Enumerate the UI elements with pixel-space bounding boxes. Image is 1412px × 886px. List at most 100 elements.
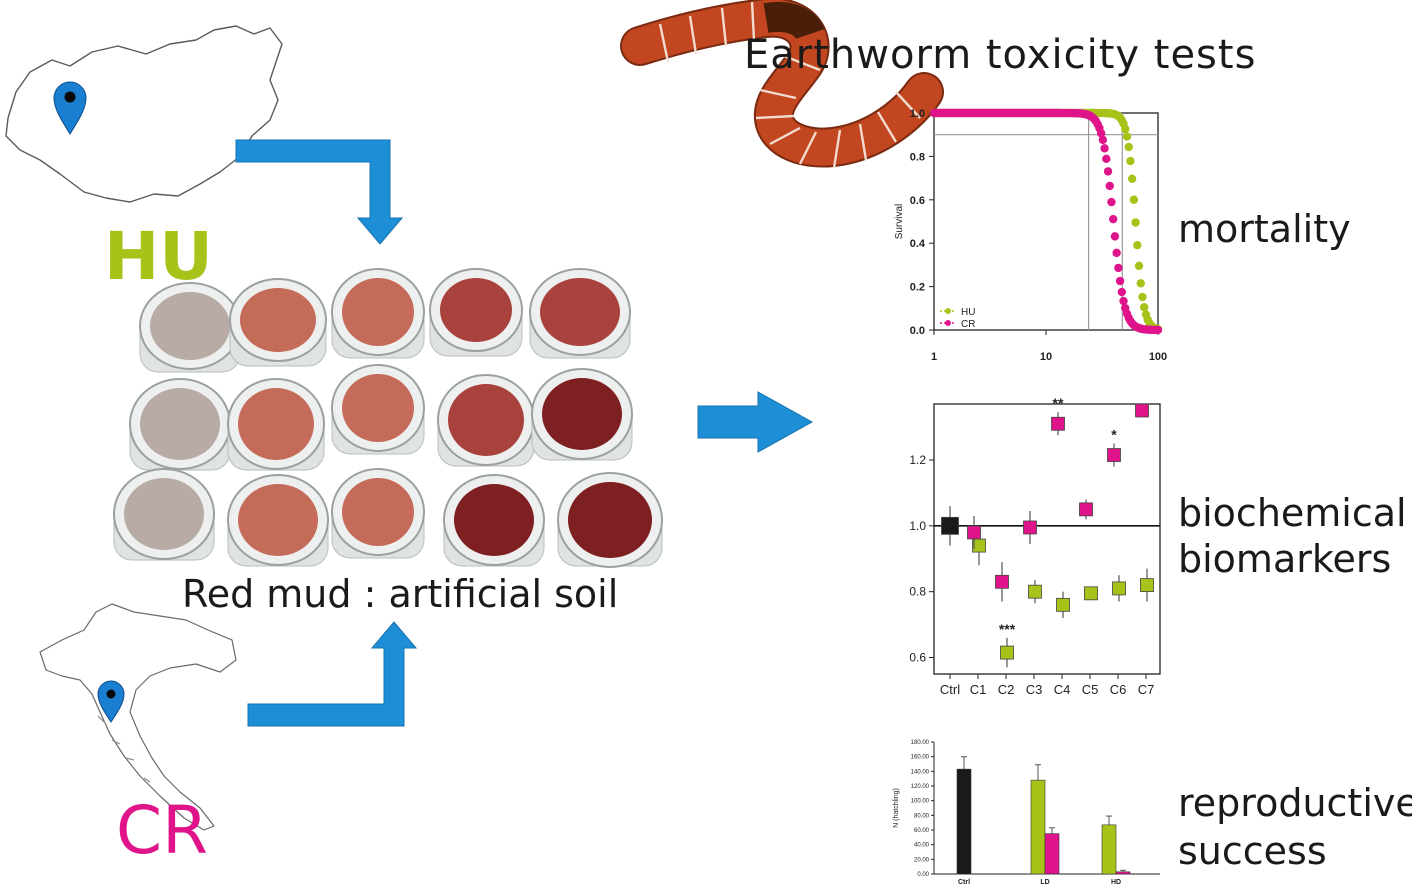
jar-contents	[440, 278, 512, 342]
data-point	[941, 516, 959, 535]
data-point	[1105, 181, 1114, 191]
label-hu: HU	[104, 218, 213, 295]
legend-label: CR	[961, 319, 975, 330]
data-point	[967, 525, 981, 540]
data-point	[1023, 520, 1037, 535]
data-point	[1117, 287, 1127, 297]
jar-contents	[454, 484, 534, 556]
data-point	[1122, 132, 1132, 141]
jar-contents	[240, 288, 316, 352]
arrow-samples-to-tests-icon	[697, 391, 814, 453]
data-point	[1107, 448, 1121, 462]
croatia-map	[39, 603, 237, 831]
data-point	[1121, 124, 1130, 134]
sample-jar	[331, 364, 425, 455]
sample-jar	[113, 468, 215, 561]
data-point	[1129, 195, 1139, 204]
series-hu: ***	[972, 525, 1154, 668]
data-point	[1114, 263, 1123, 273]
data-point	[1140, 578, 1154, 592]
data-point	[1133, 240, 1142, 250]
data-point	[1098, 135, 1108, 145]
legend-marker	[945, 320, 951, 326]
x-tick-label: Ctrl	[940, 682, 960, 697]
data-point	[1138, 292, 1147, 302]
y-tick-label: 1.0	[909, 519, 926, 533]
sample-jar	[557, 472, 663, 568]
data-point	[1109, 214, 1118, 224]
y-tick-label: 0.0	[910, 325, 925, 337]
x-tick-label: HD	[1111, 879, 1121, 886]
y-tick-label: 0.8	[910, 151, 925, 163]
y-tick-label: 180.00	[911, 740, 930, 746]
sample-jar	[331, 268, 425, 359]
data-point	[1079, 502, 1093, 517]
y-tick-label: 0.2	[910, 282, 925, 294]
bar-ctrl-ctrl	[956, 756, 972, 875]
x-tick-label: C4	[1054, 682, 1071, 697]
label-biomarkers: biomarkers	[1178, 537, 1392, 581]
jar-contents	[140, 388, 220, 460]
x-tick-label: C1	[970, 682, 987, 697]
data-point	[1112, 581, 1126, 596]
sample-jar	[531, 368, 633, 461]
x-tick-label: C7	[1138, 682, 1155, 697]
data-point	[995, 574, 1009, 589]
data-point	[1102, 154, 1111, 164]
sample-jar	[227, 474, 329, 567]
data-point	[1136, 279, 1145, 288]
sample-jar	[129, 378, 231, 471]
significance-label: ***	[999, 621, 1016, 637]
y-tick-label: 100.00	[911, 799, 930, 805]
sample-jar	[437, 374, 535, 467]
jar-contents	[448, 384, 524, 456]
jar-contents	[238, 388, 314, 460]
y-tick-label: 120.00	[911, 784, 930, 790]
x-tick-label: C2	[998, 682, 1015, 697]
data-point	[1153, 325, 1163, 335]
x-tick-label: LD	[1040, 879, 1049, 886]
y-tick-label: 1.0	[910, 108, 925, 120]
y-tick-label: 60.00	[914, 828, 930, 834]
label-mortality: mortality	[1178, 207, 1351, 251]
y-tick-label: 0.6	[910, 195, 925, 207]
x-tick-label: 1	[931, 351, 937, 363]
bar-hu-hd	[1101, 815, 1117, 875]
sample-jars	[113, 268, 663, 568]
bar-cr-ld	[1044, 827, 1060, 875]
significance-label: **	[1053, 395, 1064, 411]
sample-jar	[529, 268, 631, 359]
significance-label: *	[1111, 427, 1117, 443]
data-point	[1028, 584, 1042, 599]
y-tick-label: 40.00	[914, 843, 930, 849]
y-tick-label: 0.00	[917, 872, 929, 878]
data-point	[1051, 416, 1065, 431]
label-biochemical: biochemical	[1178, 491, 1407, 535]
bar	[956, 768, 972, 875]
sample-jar	[227, 378, 325, 471]
y-tick-label: 0.8	[909, 585, 926, 599]
x-tick-label: 100	[1149, 351, 1167, 363]
jar-contents	[342, 374, 414, 442]
data-point	[1126, 156, 1135, 166]
jar-contents	[342, 278, 414, 346]
label-ratio: Red mud : artificial soil	[182, 572, 619, 616]
data-point	[1131, 218, 1140, 227]
sample-jar	[139, 282, 241, 373]
bar	[1030, 779, 1046, 875]
y-tick-label: 160.00	[911, 755, 930, 761]
data-point	[1000, 645, 1014, 660]
sample-jar	[429, 268, 523, 357]
x-tick-label: C5	[1082, 682, 1099, 697]
sample-jar	[443, 474, 545, 567]
x-tick-label: C6	[1110, 682, 1127, 697]
hungary-map	[5, 25, 283, 203]
data-point	[1115, 276, 1125, 286]
jar-contents	[342, 478, 414, 546]
sample-jar	[229, 278, 327, 367]
label-reproductive: reproductive	[1178, 781, 1412, 825]
arrow-hu-to-samples-icon	[235, 139, 404, 245]
legend-marker	[945, 308, 951, 314]
y-tick-label: 140.00	[911, 769, 930, 775]
